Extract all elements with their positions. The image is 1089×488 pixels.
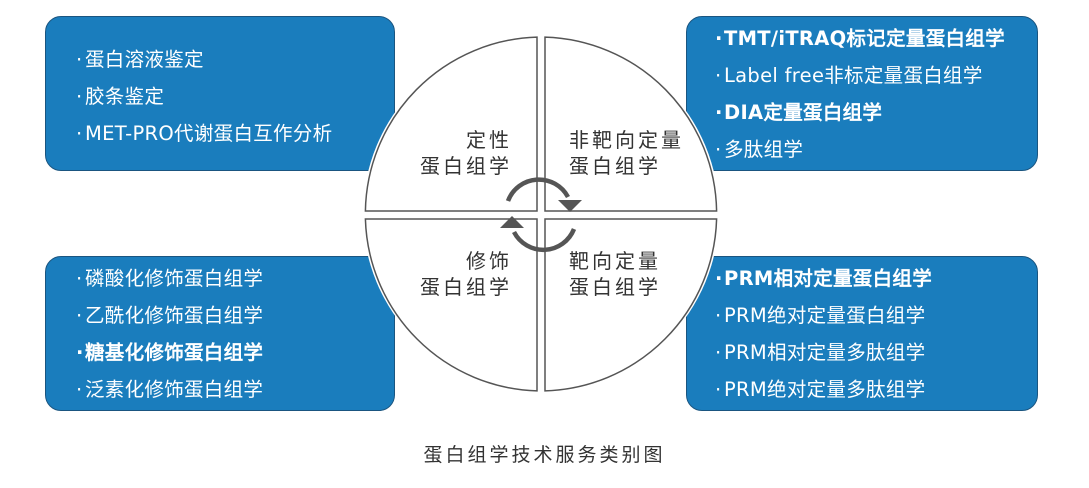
bullet-icon: · <box>715 101 723 124</box>
service-item: ·PRM相对定量蛋白组学 <box>715 260 932 297</box>
service-item: ·泛素化修饰蛋白组学 <box>76 371 263 408</box>
bullet-icon: · <box>715 27 723 50</box>
bullet-icon: · <box>76 267 83 290</box>
box-qualitative-services: ·蛋白溶液鉴定 ·胶条鉴定 ·MET-PRO代谢蛋白互作分析 <box>45 16 395 171</box>
quadrant-bottom-right <box>544 218 718 392</box>
bullet-icon: · <box>76 48 83 71</box>
service-item: ·磷酸化修饰蛋白组学 <box>76 260 263 297</box>
bullet-icon: · <box>76 85 83 108</box>
service-item: ·蛋白溶液鉴定 <box>76 41 332 78</box>
service-list: ·磷酸化修饰蛋白组学 ·乙酰化修饰蛋白组学 ·糖基化修饰蛋白组学 ·泛素化修饰蛋… <box>76 260 263 408</box>
box-untargeted-quant-services: ·TMT/iTRAQ标记定量蛋白组学 ·Label free非标定量蛋白组学 ·… <box>686 16 1038 171</box>
service-item: ·胶条鉴定 <box>76 78 332 115</box>
service-list: ·蛋白溶液鉴定 ·胶条鉴定 ·MET-PRO代谢蛋白互作分析 <box>76 41 332 152</box>
bullet-icon: · <box>715 304 722 327</box>
box-modification-services: ·磷酸化修饰蛋白组学 ·乙酰化修饰蛋白组学 ·糖基化修饰蛋白组学 ·泛素化修饰蛋… <box>45 256 395 411</box>
arrowheads-icon <box>500 200 582 228</box>
bullet-icon: · <box>715 341 722 364</box>
service-item: ·TMT/iTRAQ标记定量蛋白组学 <box>715 20 1005 57</box>
quadrant-bottom-left <box>364 218 538 392</box>
figure-caption: 蛋白组学技术服务类别图 <box>423 444 666 466</box>
service-list: ·TMT/iTRAQ标记定量蛋白组学 ·Label free非标定量蛋白组学 ·… <box>715 20 1005 168</box>
bullet-icon: · <box>76 341 84 364</box>
quadrant-top-right <box>544 36 718 212</box>
quadrant-label-untargeted-quant: 非靶向定量 蛋白组学 <box>569 128 684 178</box>
bullet-icon: · <box>715 138 722 161</box>
service-item: ·PRM相对定量多肽组学 <box>715 334 932 371</box>
cycle-arrows-icon <box>505 177 577 253</box>
service-item: ·糖基化修饰蛋白组学 <box>76 334 263 371</box>
service-item: ·MET-PRO代谢蛋白互作分析 <box>76 115 332 152</box>
bullet-icon: · <box>76 378 83 401</box>
service-item: ·DIA定量蛋白组学 <box>715 94 1005 131</box>
quadrant-label-qualitative: 定性 蛋白组学 <box>420 128 512 178</box>
service-item: ·Label free非标定量蛋白组学 <box>715 57 1005 94</box>
bullet-icon: · <box>76 304 83 327</box>
quadrant-top-left <box>364 36 538 212</box>
box-targeted-quant-services: ·PRM相对定量蛋白组学 ·PRM绝对定量蛋白组学 ·PRM相对定量多肽组学 ·… <box>686 256 1038 411</box>
quadrant-label-modification: 修饰 蛋白组学 <box>420 249 512 299</box>
bullet-icon: · <box>76 122 83 145</box>
service-item: ·PRM绝对定量蛋白组学 <box>715 297 932 334</box>
quadrant-label-targeted-quant: 靶向定量 蛋白组学 <box>569 249 661 299</box>
service-item: ·多肽组学 <box>715 131 1005 168</box>
service-item: ·PRM绝对定量多肽组学 <box>715 371 932 408</box>
bullet-icon: · <box>715 64 722 87</box>
service-list: ·PRM相对定量蛋白组学 ·PRM绝对定量蛋白组学 ·PRM相对定量多肽组学 ·… <box>715 260 932 408</box>
service-item: ·乙酰化修饰蛋白组学 <box>76 297 263 334</box>
bullet-icon: · <box>715 378 722 401</box>
bullet-icon: · <box>715 267 723 290</box>
